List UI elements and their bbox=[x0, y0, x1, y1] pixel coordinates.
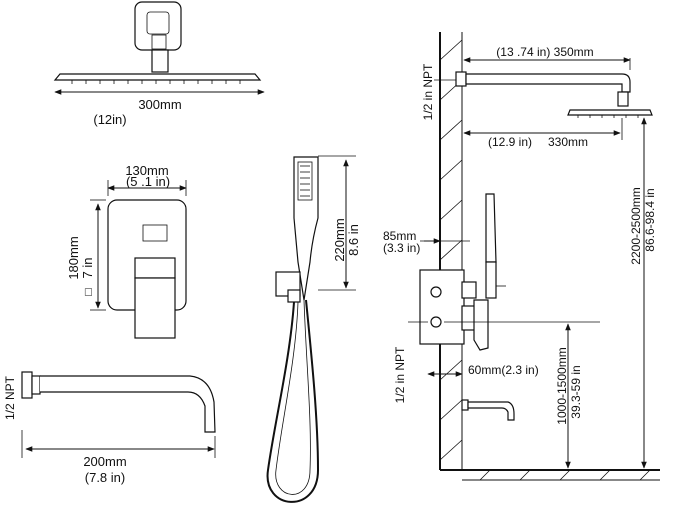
installed-hand-shower bbox=[485, 193, 506, 299]
valve-height-mm: 180mm bbox=[66, 236, 81, 279]
arm-length-label: (13 .74 in) 350mm bbox=[496, 45, 593, 59]
valve-width-dimension: 130mm (5 .1 in) bbox=[107, 163, 187, 196]
valve-height-install-mm: 1000-1500mm bbox=[555, 347, 569, 424]
rough-in-valve-drawing bbox=[419, 269, 600, 351]
valve-height-dimension: 180mm 7 in □ bbox=[66, 199, 106, 311]
tub-spout-drawing bbox=[21, 371, 216, 458]
tub-spout-length-dimension: 200mm (7.8 in) bbox=[25, 446, 215, 485]
head-height-in: 86.6-98.4 in bbox=[643, 188, 657, 251]
tub-spout-npt-label: 1/2 NPT bbox=[3, 375, 17, 420]
wall-depth-dimension: 85mm (3.3 in) bbox=[383, 229, 470, 255]
hand-shower-height-mm: 220mm bbox=[332, 218, 347, 261]
shower-arm-drawing bbox=[455, 71, 653, 118]
head-offset-mm: 330mm bbox=[548, 135, 588, 149]
head-height-mm: 2200-2500mm bbox=[629, 187, 643, 264]
wall-depth-in: (3.3 in) bbox=[383, 241, 420, 255]
wall-section bbox=[439, 32, 660, 481]
wall-depth-mm: 85mm bbox=[383, 229, 416, 243]
shower-head-width-dimension: 300mm (12in) bbox=[54, 89, 265, 127]
valve-height-install-in: 39.3-59 in bbox=[569, 365, 583, 418]
head-offset-in: (12.9 in) bbox=[488, 135, 532, 149]
valve-height-install-dimension: 1000-1500mm 39.3-59 in bbox=[555, 323, 583, 469]
valve-npt-label-group: 1/2 in NPT bbox=[393, 321, 428, 403]
tub-spout-length-mm: 200mm bbox=[83, 454, 126, 469]
hand-shower-drawing bbox=[266, 156, 320, 503]
shower-head-drawing bbox=[53, 1, 262, 84]
valve-npt-label: 1/2 in NPT bbox=[393, 346, 407, 403]
valve-offset-dimension: 60mm(2.3 in) bbox=[427, 346, 539, 378]
head-offset-dimension: (12.9 in) 330mm bbox=[463, 118, 623, 149]
top-npt-label: 1/2 in NPT bbox=[421, 63, 435, 120]
valve-height-in: 7 in bbox=[80, 258, 95, 279]
arm-length-dimension: (13 .74 in) 350mm bbox=[463, 45, 631, 70]
valve-height-placeholder: □ bbox=[81, 288, 95, 295]
valve-offset-label: 60mm(2.3 in) bbox=[468, 363, 539, 377]
hand-shower-height-in: 8.6 in bbox=[346, 224, 361, 256]
tub-spout-npt: 1/2 NPT bbox=[3, 375, 17, 420]
valve-width-mm: 130mm bbox=[125, 163, 168, 178]
tub-spout-length-in: (7.8 in) bbox=[85, 470, 125, 485]
top-npt-label-group: 1/2 in NPT bbox=[421, 63, 456, 120]
shower-head-width-in: (12in) bbox=[93, 112, 126, 127]
installed-tub-spout bbox=[461, 399, 515, 421]
valve-width-in: (5 .1 in) bbox=[126, 174, 170, 189]
shower-head-width-mm: 300mm bbox=[138, 97, 181, 112]
valve-trim-drawing bbox=[107, 199, 187, 339]
hand-shower-height-dimension: 220mm 8.6 in bbox=[318, 155, 361, 291]
head-height-dimension: 2200-2500mm 86.6-98.4 in bbox=[629, 117, 657, 469]
